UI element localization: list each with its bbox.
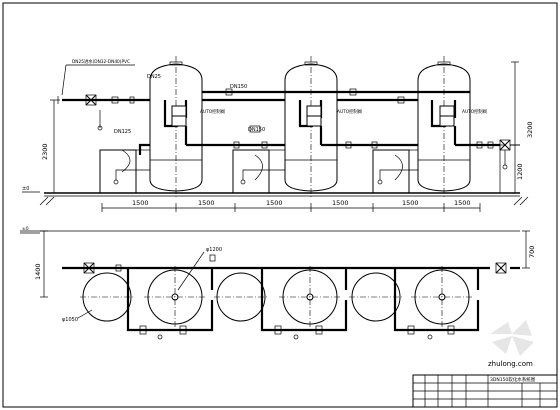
elevation-view: ±0: [22, 56, 534, 212]
control-valve-3: [439, 105, 455, 127]
dim-span-2: 1500: [198, 199, 215, 207]
title-block: 3DN150软化水系统图: [412, 374, 558, 408]
dimension-lines-plan: [40, 230, 530, 298]
watermark-text: zhulong.com: [488, 360, 533, 368]
dim-plan-right: 700: [528, 246, 536, 258]
dimension-chain-top: [101, 203, 481, 212]
dim-plan-depth: 1400: [34, 263, 42, 280]
header-fittings: [111, 88, 405, 104]
inlet-note: DN25进水(DN32-DN40)PVC: [72, 58, 130, 65]
plan-vessel-3: [411, 266, 473, 328]
diameter-1050-label: φ1050: [62, 317, 78, 323]
plan-branch-pipes: [126, 268, 480, 332]
plan-fittings: [115, 254, 455, 340]
ground-mark-label: ±0: [22, 186, 29, 192]
brine-tank-2: [232, 149, 270, 194]
plan-inlet-valve-icon: [83, 262, 95, 274]
plan-outlet-valve-icon: [495, 262, 507, 274]
dim-span-1: 1500: [132, 199, 149, 207]
dimension-lines-elevation: [50, 61, 520, 194]
inlet-header-pipe: [57, 90, 470, 104]
dim-span-3: 1500: [266, 199, 283, 207]
brine-tank-1: [99, 149, 137, 194]
plan-brine-tank-2: [214, 272, 268, 322]
dim-total-height: 3200: [526, 121, 534, 138]
svg-text:±0: ±0: [22, 226, 29, 232]
dn150-mid-label: DN150: [248, 127, 265, 133]
dn150-top-label: DN150: [230, 84, 247, 90]
auto-valve-label-3: AUTO控制阀: [462, 108, 487, 115]
drain-lines: [113, 169, 418, 185]
outlet-fittings: [233, 125, 494, 149]
dn25-label: DN25: [147, 74, 161, 80]
dim-left-height: 2300: [41, 143, 49, 160]
auto-valve-label-2: AUTO控制阀: [337, 108, 362, 115]
outlet-header-pipe: [138, 126, 500, 155]
dim-span-6: 1500: [454, 199, 471, 207]
dim-span-5: 1500: [402, 199, 419, 207]
brine-tank-3: [372, 149, 410, 194]
ground-hatch: [39, 196, 529, 206]
inlet-valve-icon: [85, 94, 103, 131]
plan-vessel-2: [279, 266, 341, 328]
watermark-logo-icon: [490, 320, 534, 356]
title-block-text: 3DN150软化水系统图: [490, 376, 536, 383]
dim-right-height: 1200: [516, 163, 524, 180]
diameter-1200-label: φ1200: [206, 247, 222, 253]
control-valve-1: [171, 105, 187, 127]
dn125-label: DN125: [114, 129, 131, 135]
dim-span-4: 1500: [332, 199, 349, 207]
auto-valve-label-1: AUTO控制阀: [200, 108, 225, 115]
plan-view: ±0: [20, 226, 536, 340]
watermark: zhulong.com: [488, 320, 534, 368]
plan-brine-tank-1: [80, 272, 134, 322]
plan-vessel-1: [144, 266, 206, 328]
control-valve-2: [306, 105, 322, 127]
